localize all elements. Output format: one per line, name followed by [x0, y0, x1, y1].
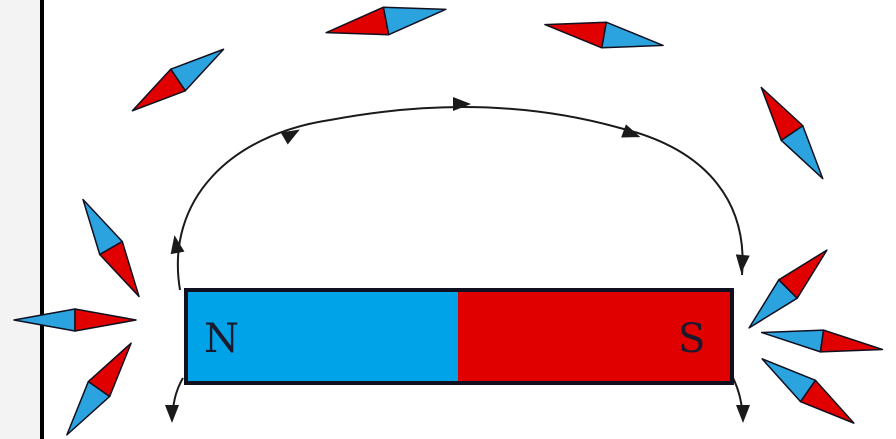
bar-magnet: N S — [184, 288, 734, 385]
magnet-north-half — [186, 290, 458, 383]
compass-needle-icon — [748, 249, 828, 329]
compass-needles — [13, 6, 884, 436]
compass-needle-icon — [82, 198, 140, 298]
north-pole-label: N — [204, 316, 239, 362]
needle-north-half — [778, 249, 828, 299]
triangle-arrow-icon — [735, 254, 750, 273]
needle-north-half — [760, 86, 804, 142]
magnet-outline — [184, 288, 734, 385]
compass-needle-icon — [761, 358, 855, 424]
compass-needle-icon — [544, 21, 664, 49]
triangle-arrow-icon — [170, 235, 185, 255]
compass-needle-icon — [13, 308, 137, 332]
triangle-arrow-icon — [165, 405, 179, 423]
needle-north-half — [98, 240, 140, 298]
triangle-arrow-icon — [453, 97, 471, 111]
field-line-top-arc — [176, 106, 744, 291]
needle-north-half — [799, 379, 855, 424]
compass-needle-icon — [66, 342, 132, 436]
compass-needle-icon — [131, 48, 225, 112]
needle-north-half — [87, 342, 132, 398]
compass-needle-icon — [760, 329, 884, 353]
needle-north-half — [131, 68, 187, 112]
needle-north-half — [819, 329, 884, 353]
magnet-south-half — [458, 290, 732, 383]
triangle-arrow-icon — [280, 129, 300, 145]
needle-north-half — [544, 21, 608, 49]
compass-needle-icon — [325, 6, 447, 36]
field-arrows — [165, 97, 750, 423]
south-pole-label: S — [678, 316, 705, 362]
triangle-arrow-icon — [621, 124, 641, 138]
needle-north-half — [325, 6, 390, 36]
needle-north-half — [74, 308, 137, 332]
compass-needle-icon — [760, 86, 824, 180]
triangle-arrow-icon — [736, 405, 750, 423]
